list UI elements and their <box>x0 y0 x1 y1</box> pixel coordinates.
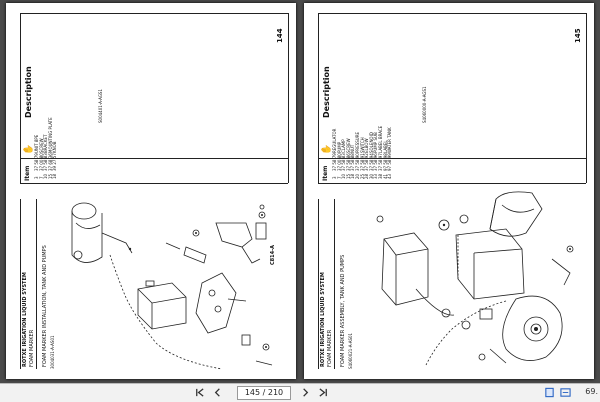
zoom-level[interactable]: 69. <box>585 387 598 396</box>
page-number: 145 <box>574 28 582 43</box>
exploded-parts-diagram <box>376 191 574 366</box>
header-subtitle: FOAM MARKER <box>327 329 333 367</box>
table-border <box>318 183 586 184</box>
page-indicator[interactable]: 145 / 210 <box>237 386 291 400</box>
header-border <box>318 199 319 369</box>
table-border <box>20 183 288 184</box>
part-number: 39 27 57 <box>52 153 58 171</box>
part-description: KNOB <box>52 141 58 153</box>
note: S004401-A-AGS1 <box>98 88 103 123</box>
header-border <box>36 199 37 369</box>
table-border <box>288 13 289 183</box>
hand-icon: ✋ <box>322 143 332 155</box>
column-description-header: Description <box>322 66 331 118</box>
section-title: FOAM MARKER ASSEMBLY, TANK AND PUMPS <box>340 254 346 367</box>
header-border <box>334 199 335 369</box>
item-number: 18 <box>52 173 58 179</box>
fit-page-icon[interactable] <box>544 387 555 398</box>
header-title: ROTXE IRIGATION LIQUID SYSTEM <box>22 272 28 367</box>
column-item-header: Item <box>322 165 329 181</box>
note: S4060000-A-AGS1 <box>422 86 427 123</box>
table-border <box>318 158 586 159</box>
column-item-header: Item <box>24 165 31 181</box>
prev-page-icon[interactable] <box>212 387 223 398</box>
first-page-icon[interactable] <box>194 387 205 398</box>
table-border <box>20 158 288 159</box>
header-border <box>20 199 21 369</box>
viewer-toolbar: 145 / 210 69. <box>0 383 600 402</box>
table-border <box>586 13 587 183</box>
fit-width-icon[interactable] <box>560 387 571 398</box>
header-subtitle: FOAM MARKER <box>29 329 35 367</box>
column-description-header: Description <box>24 66 33 118</box>
part-number: 97 58 99 <box>387 153 393 171</box>
table-border <box>318 13 319 183</box>
hand-icon: ✋ <box>24 143 34 155</box>
last-page-icon[interactable] <box>318 387 329 398</box>
part-description: WATER TANK <box>387 127 393 153</box>
table-border <box>318 13 586 14</box>
item-number: 43 <box>387 173 393 179</box>
table-border <box>20 13 288 14</box>
exploded-parts-diagram <box>71 202 273 370</box>
page-number: 144 <box>276 28 284 43</box>
table-border <box>20 13 21 183</box>
next-page-icon[interactable] <box>300 387 311 398</box>
part-code: S4060021-A-AS01 <box>348 332 353 369</box>
header-title: ROTXE IRIGATION LIQUID SYSTEM <box>320 272 326 367</box>
